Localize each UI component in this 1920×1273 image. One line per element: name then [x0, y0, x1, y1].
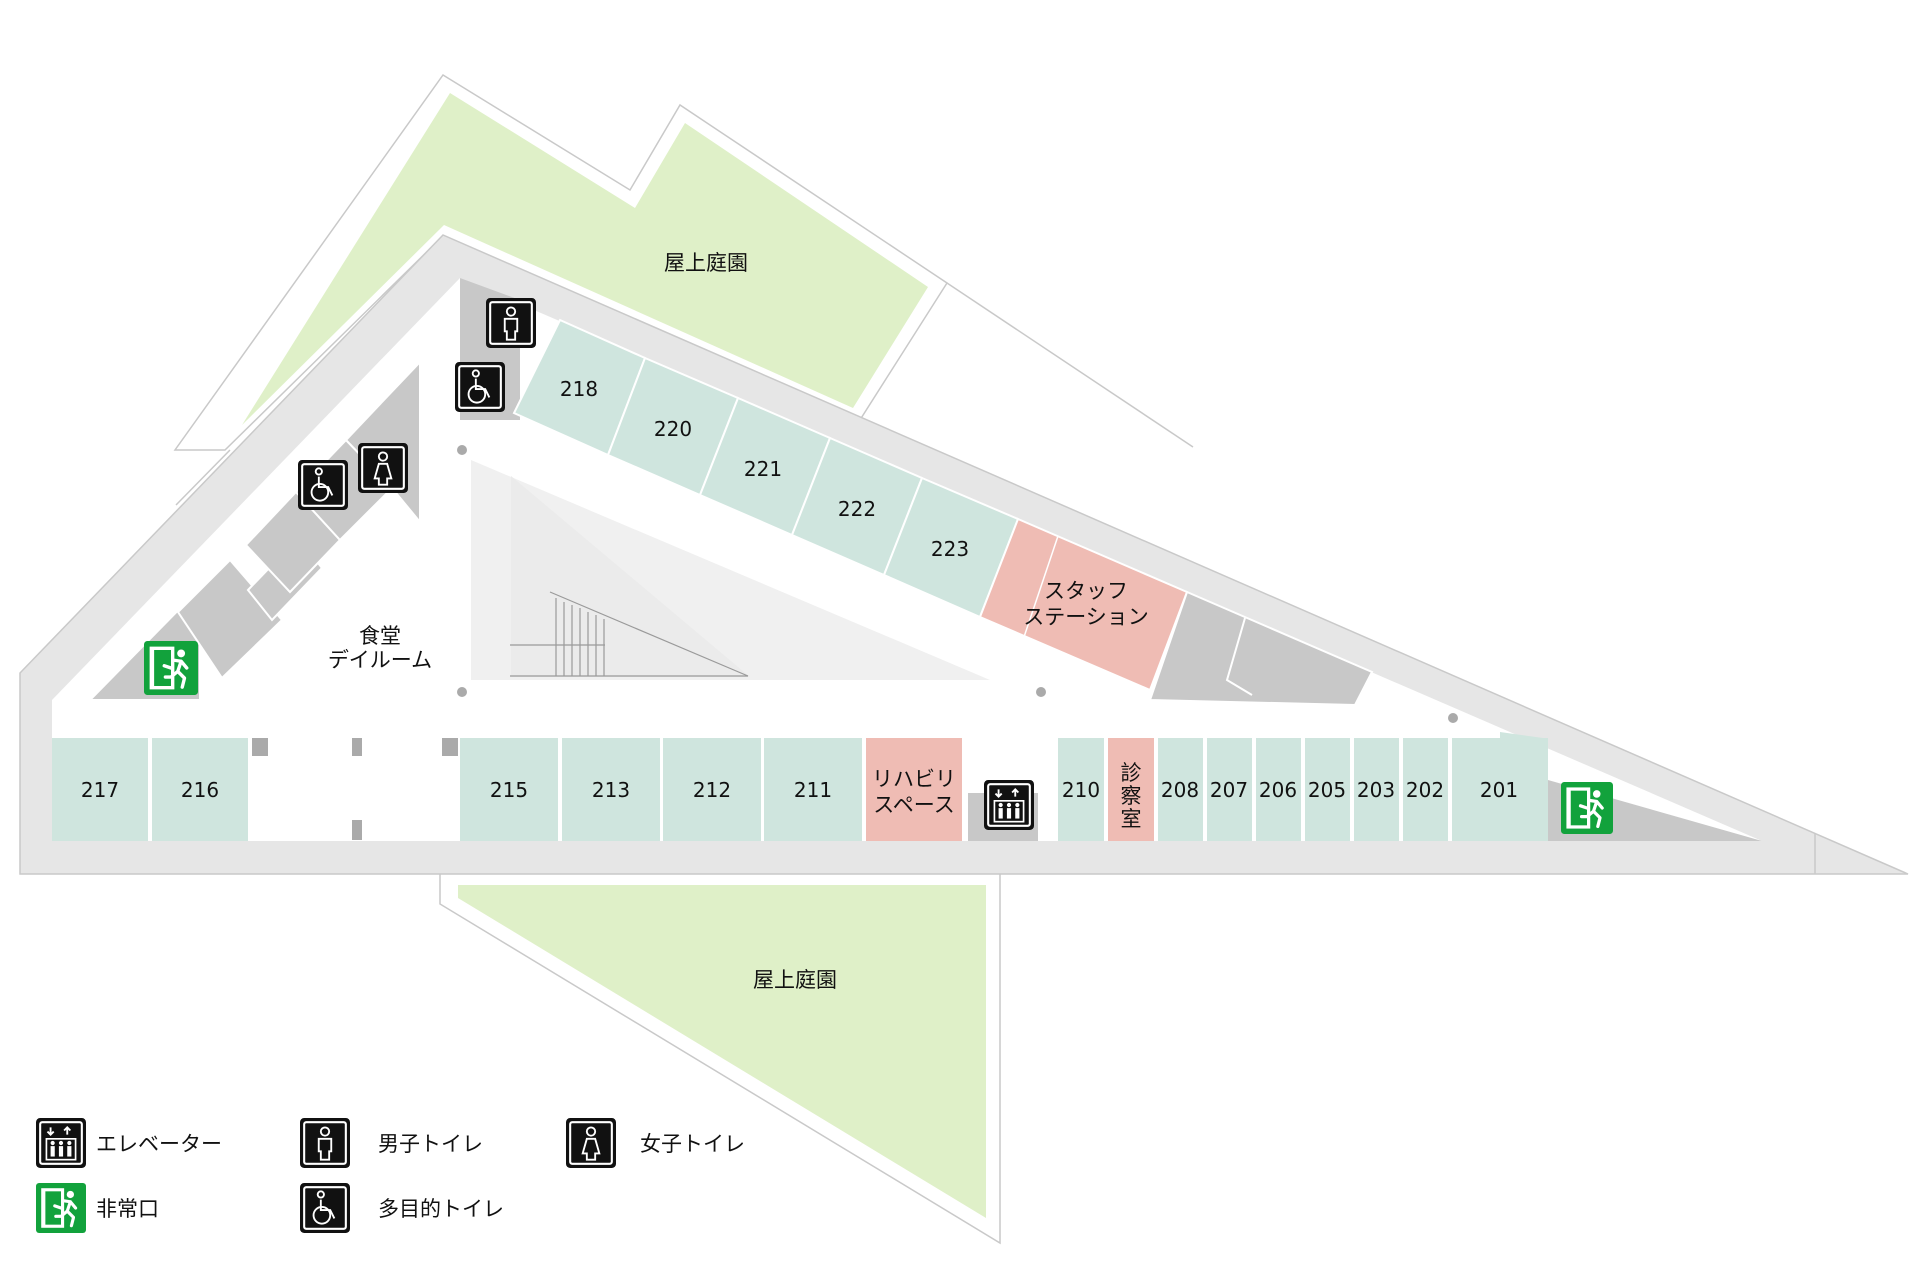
room-216[interactable]: [152, 738, 248, 841]
room-208[interactable]: [1158, 738, 1203, 841]
rehab-space-label-line2: スペース: [873, 793, 954, 817]
bottom-garden[interactable]: [458, 885, 986, 1218]
service-block-right: [1148, 590, 1374, 707]
room-217-label: 217: [81, 778, 119, 802]
emergency-exit-icon[interactable]: [144, 641, 198, 695]
top-garden-edge: [946, 282, 1194, 448]
legend: エレベーター 男子トイレ 女子トイレ 非常口 多目的トイレ: [36, 1118, 745, 1233]
emergency-exit-icon[interactable]: [1561, 782, 1613, 834]
top-garden[interactable]: [242, 93, 928, 425]
top-garden-edge-left: [175, 449, 231, 506]
staff-station-divider-line: [1023, 535, 1059, 638]
partition-marks: [252, 738, 458, 840]
room-210[interactable]: [1058, 738, 1104, 841]
service-block-right-line: [1225, 617, 1253, 696]
room-206-label: 206: [1259, 778, 1297, 802]
room-207-label: 207: [1210, 778, 1248, 802]
room-220-label: 220: [654, 417, 692, 441]
exam-room-label-c1: 診: [1121, 761, 1142, 785]
room-211-label: 211: [794, 778, 832, 802]
room-213[interactable]: [562, 738, 660, 841]
accessible-toilet-icon: [300, 1183, 350, 1233]
exam-room[interactable]: [1108, 738, 1154, 841]
room-221-label: 221: [744, 457, 782, 481]
exam-room-label-c2: 察: [1121, 784, 1142, 808]
stair-symbol: [510, 591, 749, 677]
staff-station-label-line1: スタッフ: [1044, 579, 1128, 603]
dining-label-line1: 食堂: [359, 624, 401, 648]
room-205-label: 205: [1308, 778, 1346, 802]
elevator-icon[interactable]: [984, 780, 1034, 830]
staff-station[interactable]: [978, 517, 1189, 692]
room-201-label: 201: [1480, 778, 1518, 802]
dining-label-line2: デイルーム: [328, 648, 432, 672]
room-212-label: 212: [693, 778, 731, 802]
exam-room-label-c3: 室: [1121, 807, 1142, 831]
atrium-void-inner: [511, 476, 750, 677]
room-202-label: 202: [1406, 778, 1444, 802]
womens-toilet-icon[interactable]: [358, 443, 408, 493]
room-201[interactable]: [1452, 732, 1548, 841]
womens-toilet-icon: [566, 1118, 616, 1168]
column-dots: [457, 445, 1458, 723]
emergency-exit-icon: [36, 1183, 86, 1233]
room-207[interactable]: [1207, 738, 1252, 841]
mens-toilet-icon[interactable]: [486, 298, 536, 348]
diagonal-room-row: [512, 318, 1374, 707]
room-222-label: 222: [838, 497, 876, 521]
room-203[interactable]: [1354, 738, 1399, 841]
legend-emergency-exit-label: 非常口: [96, 1197, 159, 1221]
legend-elevator-label: エレベーター: [96, 1132, 222, 1156]
legend-accessible-toilet-label: 多目的トイレ: [378, 1197, 504, 1221]
staff-station-label-line2: ステーション: [1023, 605, 1149, 629]
room-215-label: 215: [490, 778, 528, 802]
room-210-label: 210: [1062, 778, 1100, 802]
accessible-toilet-icon[interactable]: [455, 362, 505, 412]
bottom-garden-label: 屋上庭園: [753, 968, 837, 992]
room-208-label: 208: [1161, 778, 1199, 802]
bottom-room-row: [52, 732, 1762, 841]
room-216-label: 216: [181, 778, 219, 802]
room-206[interactable]: [1256, 738, 1301, 841]
accessible-toilet-icon[interactable]: [298, 460, 348, 510]
room-211[interactable]: [764, 738, 862, 841]
legend-womens-toilet-label: 女子トイレ: [640, 1132, 745, 1156]
room-203-label: 203: [1357, 778, 1395, 802]
elevator-icon: [36, 1118, 86, 1168]
room-205[interactable]: [1305, 738, 1350, 841]
top-garden-label: 屋上庭園: [664, 251, 748, 275]
rehab-space-label-line1: リハビリ: [872, 767, 956, 791]
rehab-space[interactable]: [866, 738, 962, 841]
room-213-label: 213: [592, 778, 630, 802]
room-223-label: 223: [931, 537, 969, 561]
room-215[interactable]: [460, 738, 558, 841]
room-212[interactable]: [663, 738, 761, 841]
room-218-label: 218: [560, 377, 598, 401]
legend-mens-toilet-label: 男子トイレ: [378, 1132, 483, 1156]
room-217[interactable]: [52, 738, 148, 841]
mens-toilet-icon: [300, 1118, 350, 1168]
room-202[interactable]: [1403, 738, 1448, 841]
